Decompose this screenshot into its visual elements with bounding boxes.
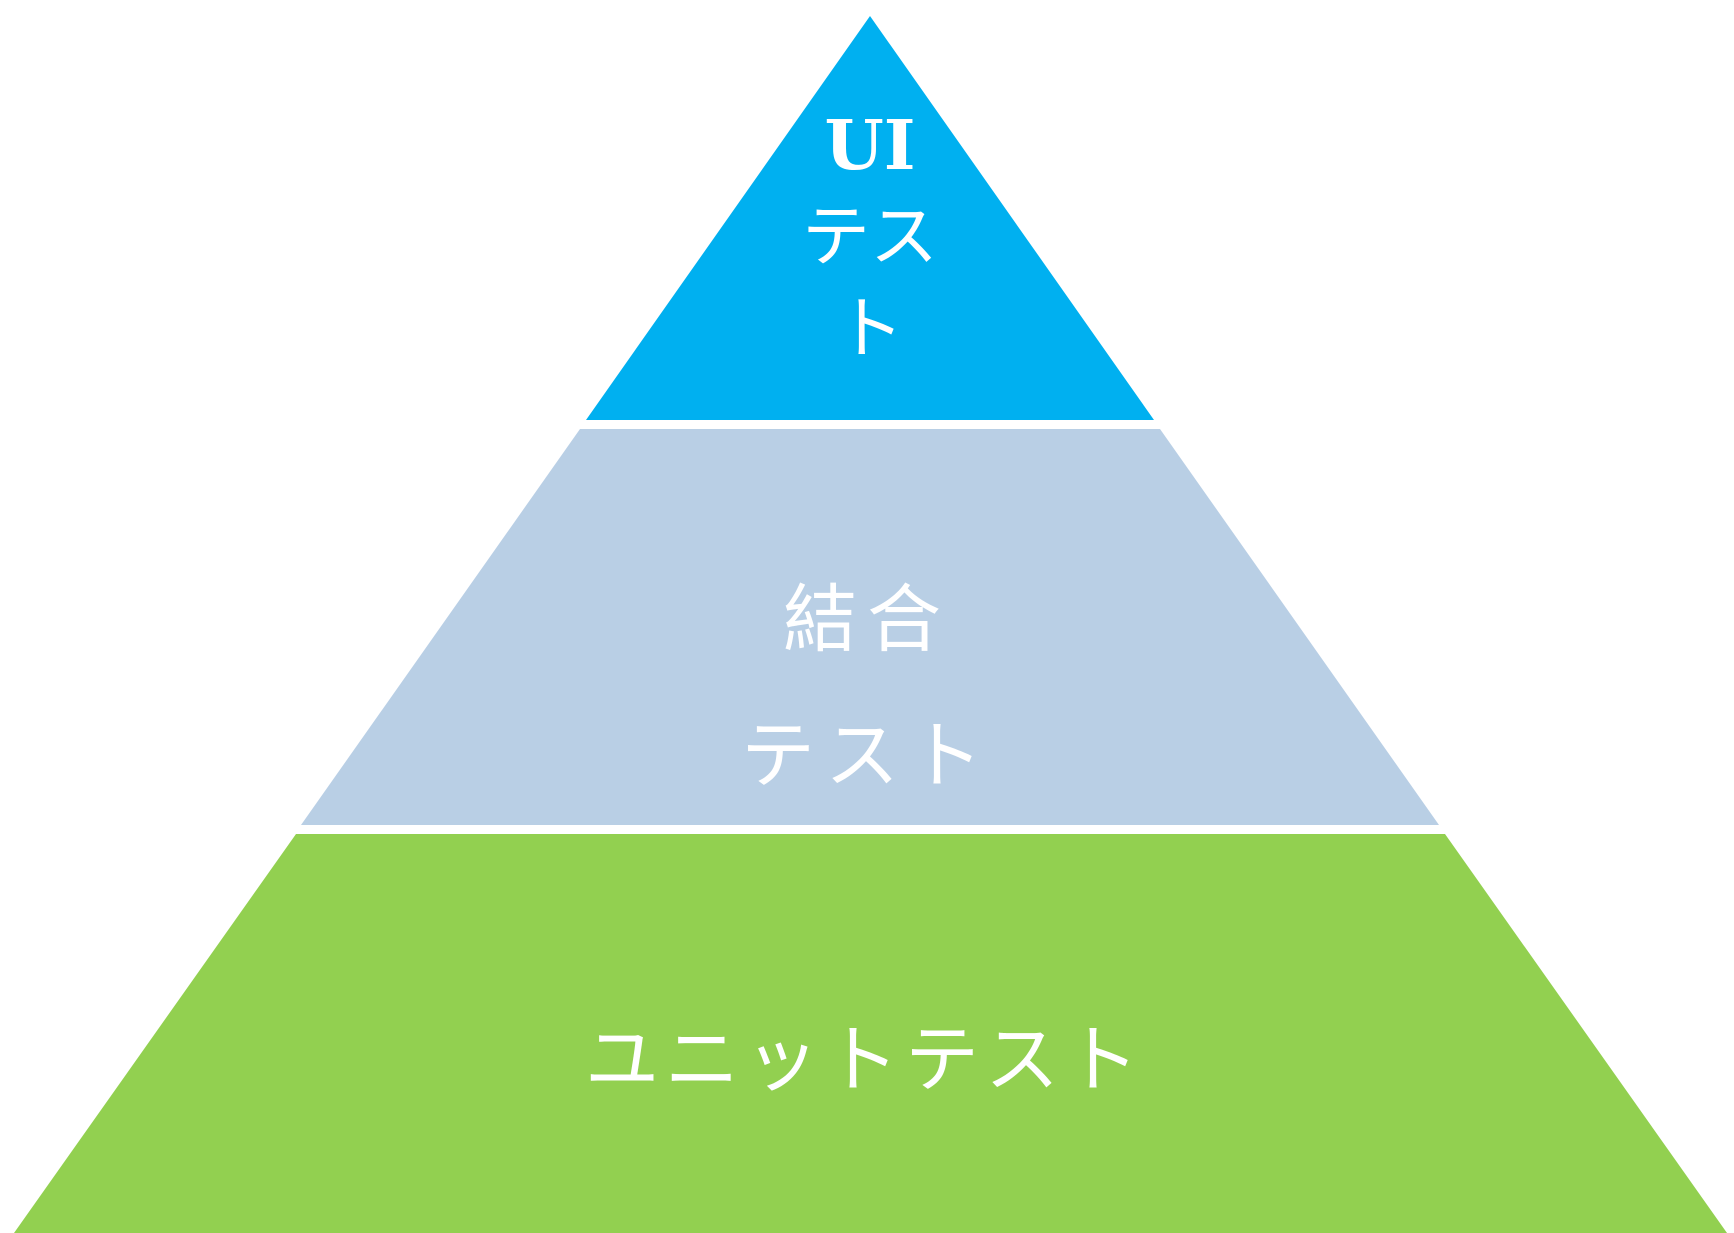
integration-test-tier bbox=[301, 429, 1439, 825]
unit-test-label: ユニットテスト bbox=[540, 1010, 1190, 1110]
ui-test-label: UI テス ト bbox=[780, 100, 960, 376]
unit-test-label-line1: ユニットテスト bbox=[585, 1017, 1145, 1103]
integration-test-label: 結合 テスト bbox=[717, 552, 1017, 824]
integration-test-label-line2: テスト bbox=[741, 713, 993, 799]
ui-test-label-line3: ト bbox=[835, 290, 904, 369]
ui-test-label-line1: UI bbox=[824, 106, 916, 186]
integration-test-label-line1: 結合 bbox=[783, 577, 951, 663]
ui-test-label-line2: テス bbox=[801, 198, 938, 277]
unit-test-tier bbox=[14, 834, 1727, 1233]
ui-test-tier bbox=[586, 16, 1154, 420]
